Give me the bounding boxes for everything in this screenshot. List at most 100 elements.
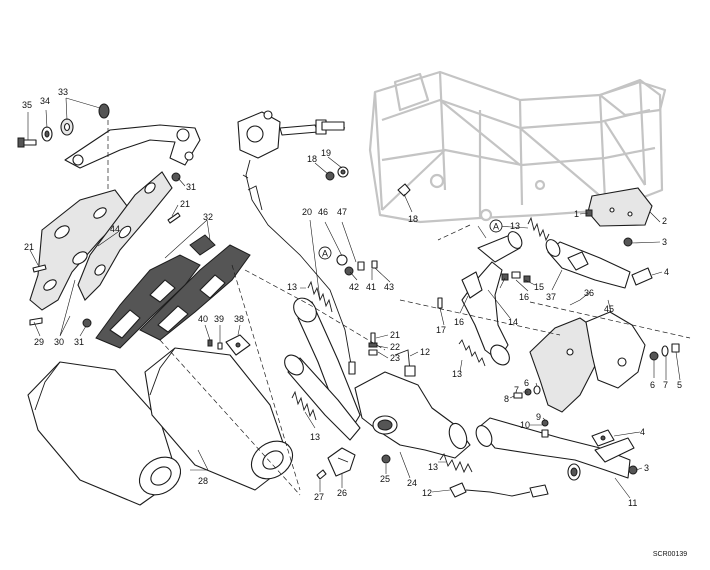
callout-42: 42 xyxy=(349,282,359,292)
callout-43: 43 xyxy=(384,282,394,292)
fasteners-21-22-23 xyxy=(368,332,378,356)
callout-28: 28 xyxy=(198,476,208,486)
callout-27: 27 xyxy=(314,492,324,502)
callout-33: 33 xyxy=(58,87,68,97)
screw-21-left xyxy=(32,264,47,273)
screw-21-top xyxy=(167,212,181,224)
header-pipe-lower-left xyxy=(284,354,361,441)
callout-40: 40 xyxy=(198,314,208,324)
callout-14: 14 xyxy=(508,317,518,327)
silencer-bracket-left xyxy=(29,189,131,311)
callout-13-bottom: 13 xyxy=(428,462,438,472)
callout-17: 17 xyxy=(436,325,446,335)
callout-1: 1 xyxy=(574,209,579,219)
heat-shield-32-front xyxy=(139,234,251,341)
callout-35: 35 xyxy=(22,100,32,110)
callout-12-lower: 12 xyxy=(422,488,432,498)
callout-46: 46 xyxy=(318,207,328,217)
guard-26 xyxy=(327,447,356,477)
fasteners-9-10 xyxy=(541,419,549,438)
callout-6-mid: 6 xyxy=(524,378,529,388)
callout-7-right: 7 xyxy=(663,380,668,390)
callout-16-left: 16 xyxy=(454,317,464,327)
silencer-right xyxy=(144,347,294,491)
assembly-lines xyxy=(107,120,691,496)
reference-marker-a-right: A xyxy=(489,219,503,233)
screw-27 xyxy=(316,469,327,480)
callout-4-bottom: 4 xyxy=(640,427,645,437)
callout-13-top-left: 13 xyxy=(287,282,297,292)
callout-39: 39 xyxy=(214,314,224,324)
callout-19: 19 xyxy=(321,148,331,158)
callout-9: 9 xyxy=(536,412,541,422)
heat-shield-45 xyxy=(585,311,646,389)
sensor-12-upper xyxy=(394,349,416,377)
silencer-bracket-right xyxy=(77,171,173,301)
callout-16-right: 16 xyxy=(519,292,529,302)
callout-21-mid: 21 xyxy=(390,330,400,340)
callout-2: 2 xyxy=(662,216,667,226)
callout-3-top: 3 xyxy=(662,237,667,247)
fasteners-41-46 xyxy=(336,254,378,276)
reference-marker-a-left: A xyxy=(318,246,332,260)
callout-13-right: 13 xyxy=(452,369,462,379)
spring-13-mid-left xyxy=(291,390,317,421)
callout-45: 45 xyxy=(604,304,614,314)
callout-10: 10 xyxy=(520,420,530,430)
callout-36: 36 xyxy=(584,288,594,298)
callout-numbers: 35 34 33 31 21 32 44 21 29 30 31 40 39 3… xyxy=(22,87,682,508)
heat-shield-36 xyxy=(529,317,601,413)
callout-31-low: 31 xyxy=(74,337,84,347)
callout-31-top: 31 xyxy=(186,182,196,192)
callout-47: 47 xyxy=(337,207,347,217)
bracket-18 xyxy=(437,271,531,309)
lambda-sensor-12 xyxy=(449,482,549,498)
exhaust-valve-actuator xyxy=(237,110,346,159)
spring-13-bottom xyxy=(439,452,473,474)
rear-header-11 xyxy=(475,417,635,479)
callout-25: 25 xyxy=(380,474,390,484)
callout-6-right: 6 xyxy=(650,380,655,390)
callout-37: 37 xyxy=(546,292,556,302)
callout-18-left: 18 xyxy=(307,154,317,164)
callout-44: 44 xyxy=(110,224,120,234)
nut-3-top xyxy=(623,237,633,247)
gasket-4-top xyxy=(631,267,653,286)
callout-26: 26 xyxy=(337,488,347,498)
callout-13-top-right: 13 xyxy=(510,221,520,231)
callout-4-top: 4 xyxy=(664,267,669,277)
grommet-31-top xyxy=(171,172,181,182)
bolt-35 xyxy=(17,137,37,148)
callout-29: 29 xyxy=(34,337,44,347)
callout-34: 34 xyxy=(40,96,50,106)
gasket-4-bottom xyxy=(591,429,615,447)
callout-30: 30 xyxy=(54,337,64,347)
callout-18-mid: 18 xyxy=(408,214,418,224)
nut-25 xyxy=(381,454,391,464)
callout-5: 5 xyxy=(677,380,682,390)
callout-24: 24 xyxy=(407,478,417,488)
grommet-31-low xyxy=(82,318,92,328)
washer-34 xyxy=(41,126,53,142)
cover-38 xyxy=(225,334,251,356)
callout-11: 11 xyxy=(628,498,637,508)
callout-12-upper: 12 xyxy=(420,347,430,357)
callout-41: 41 xyxy=(366,282,376,292)
y-collector-24 xyxy=(354,371,471,459)
front-header-37 xyxy=(545,239,631,289)
header-pipe-upper-left xyxy=(293,297,361,429)
callout-21-top: 21 xyxy=(180,199,190,209)
silencer-left xyxy=(27,361,182,506)
nut-3-bottom xyxy=(628,465,638,475)
drawing-code: SCR00139 xyxy=(653,551,687,558)
marker-a-right-text: A xyxy=(493,222,499,232)
spring-13-top-right xyxy=(527,216,550,242)
front-header-14 xyxy=(461,231,523,366)
heat-shield-32-rear xyxy=(95,254,201,349)
marker-a-left-text: A xyxy=(322,249,328,259)
leader-lines xyxy=(27,97,681,499)
cable-20 xyxy=(242,159,356,375)
fasteners-5-6-7 xyxy=(649,343,680,361)
